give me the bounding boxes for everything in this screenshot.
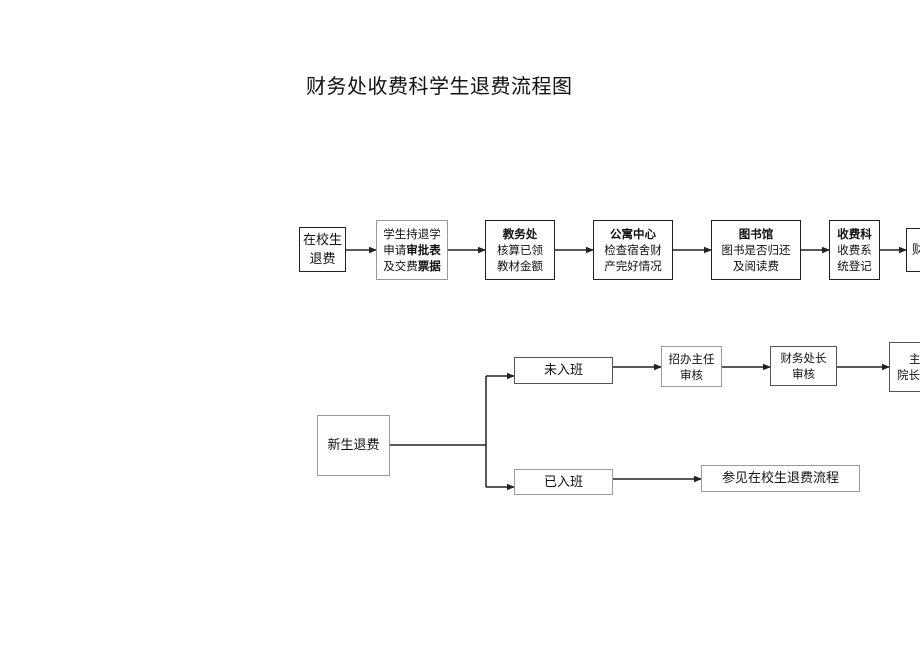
step4-title: 图书馆 bbox=[738, 227, 774, 241]
a-step2-line1: 财务处长 bbox=[780, 351, 827, 365]
step1-emphasis-receipt: 票据 bbox=[417, 259, 441, 273]
top-step6-partial-box: 财 bbox=[906, 228, 920, 272]
top-step5-box: 收费科 收费系 统登记 bbox=[829, 220, 880, 280]
bottom-start-label: 新生退费 bbox=[327, 438, 380, 453]
a-step1-line1: 招办主任 bbox=[668, 351, 715, 366]
a-step1-line2: 审核 bbox=[680, 367, 703, 382]
step1-emphasis-form: 审批表 bbox=[406, 243, 441, 257]
a-step1-box: 招办主任 审核 bbox=[661, 346, 722, 387]
step2-title: 教务处 bbox=[502, 227, 538, 241]
top-step1-box: 学生持退学 申请审批表 及交费票据 bbox=[376, 220, 448, 280]
top-start-line2: 退费 bbox=[309, 251, 336, 267]
step2-line1: 核算已领 bbox=[497, 243, 543, 257]
branch-a-label: 未入班 bbox=[543, 363, 583, 378]
step4-line1: 图书是否归还 bbox=[721, 243, 791, 257]
top-step4-box: 图书馆 图书是否归还 及阅读费 bbox=[711, 220, 801, 280]
b-step1-label: 参见在校生退费流程 bbox=[721, 471, 839, 486]
step2-line2: 教材金额 bbox=[497, 259, 543, 273]
top-start-line1: 在校生 bbox=[302, 232, 342, 248]
top-step2-box: 教务处 核算已领 教材金额 bbox=[485, 220, 555, 280]
page-title: 财务处收费科学生退费流程图 bbox=[306, 74, 573, 98]
a-step3-line2: 院长 bbox=[897, 368, 920, 382]
a-step3-partial-box: 主 院长 bbox=[889, 342, 920, 392]
top-step3-box: 公寓中心 检查宿舍财 产完好情况 bbox=[593, 220, 673, 280]
step1-line1: 学生持退学 bbox=[383, 227, 441, 241]
branch-a-box: 未入班 bbox=[514, 357, 613, 384]
branch-b-label: 已入班 bbox=[543, 474, 583, 490]
top-start-box: 在校生 退费 bbox=[299, 227, 346, 272]
step1-line3: 及交费票据 bbox=[383, 259, 441, 273]
step5-title: 收费科 bbox=[837, 227, 872, 241]
step3-title: 公寓中心 bbox=[610, 227, 656, 241]
step4-line2: 及阅读费 bbox=[733, 259, 779, 273]
bottom-start-box: 新生退费 bbox=[317, 415, 390, 476]
a-step3-line1: 主 bbox=[909, 352, 920, 366]
step1-line2: 申请审批表 bbox=[383, 243, 441, 257]
step6-line1: 财 bbox=[912, 241, 920, 260]
step5-line1: 收费系 bbox=[837, 243, 872, 257]
b-step1-box: 参见在校生退费流程 bbox=[701, 465, 860, 492]
step3-line1: 检查宿舍财 bbox=[604, 243, 662, 257]
step3-line2: 产完好情况 bbox=[604, 259, 662, 273]
step5-line2: 统登记 bbox=[837, 259, 872, 273]
branch-b-box: 已入班 bbox=[514, 469, 613, 495]
a-step2-line2: 审核 bbox=[792, 367, 815, 381]
a-step2-box: 财务处长 审核 bbox=[770, 346, 837, 386]
